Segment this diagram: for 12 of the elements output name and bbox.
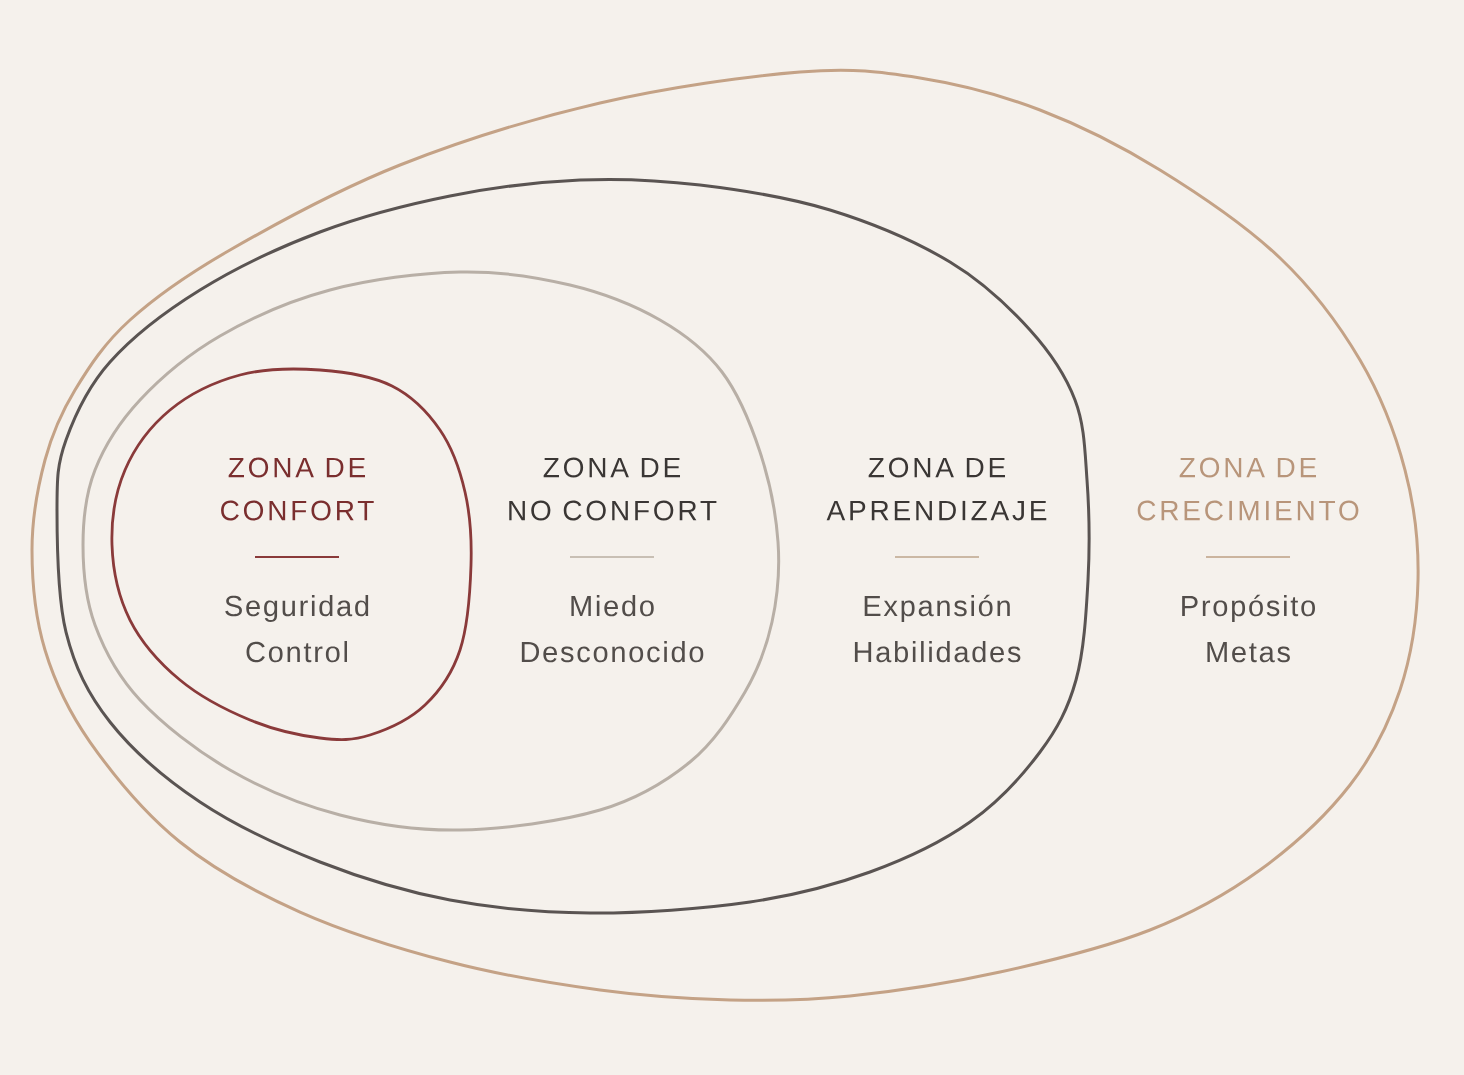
keyword: Metas — [1207, 642, 1290, 663]
zone-title: ZONA DE NO CONFORT — [509, 457, 717, 521]
keyword: Desconocido — [521, 641, 704, 663]
keyword: Expansión — [864, 594, 1010, 623]
zone-title: ZONA DE APRENDIZAJE — [826, 457, 1047, 521]
keyword: Seguridad — [225, 595, 369, 623]
keyword: Miedo — [571, 595, 654, 617]
keyword: Control — [246, 641, 347, 663]
keyword: Propósito — [1182, 594, 1315, 623]
zone-title: ZONA DE CRECIMIENTO — [1137, 457, 1359, 521]
zone-title: ZONA DE CONFORT — [221, 457, 374, 521]
keyword: Habilidades — [854, 641, 1021, 663]
